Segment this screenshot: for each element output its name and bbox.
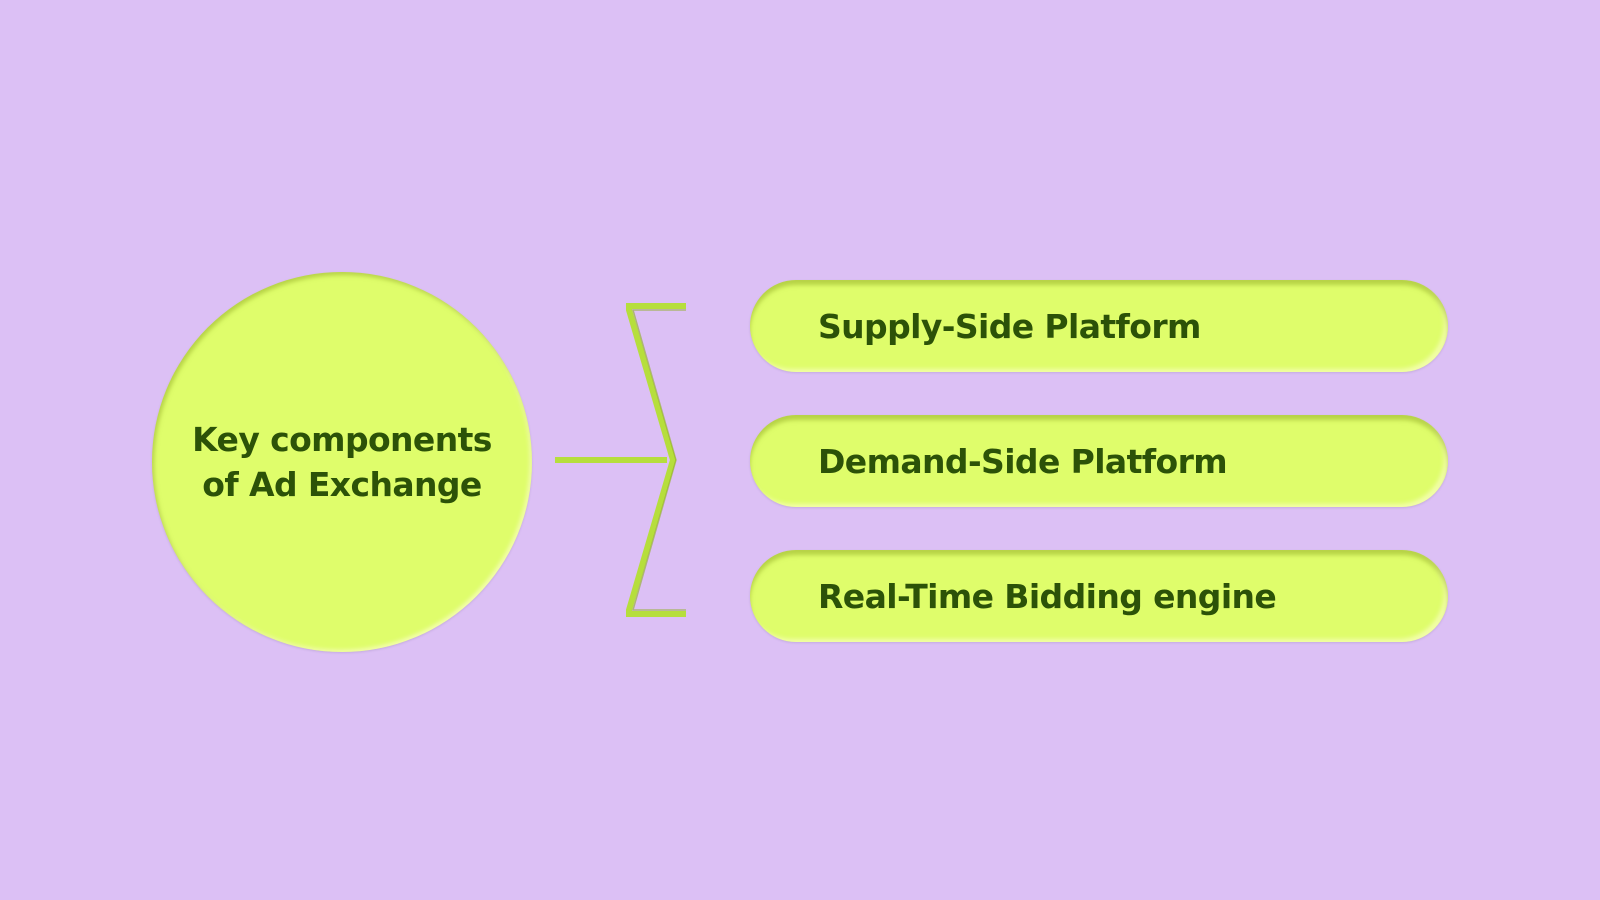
component-label: Demand-Side Platform <box>818 441 1228 481</box>
bracket-connector <box>555 303 686 617</box>
hub-title: Key components of Ad Exchange <box>192 420 492 504</box>
bracket-shape <box>626 303 686 617</box>
component-pill-real-time-bidding: Real-Time Bidding engine <box>750 550 1448 642</box>
component-label: Real-Time Bidding engine <box>818 576 1277 616</box>
hub-circle: Key components of Ad Exchange <box>152 272 532 652</box>
component-pill-supply-side: Supply-Side Platform <box>750 280 1448 372</box>
component-label: Supply-Side Platform <box>818 306 1201 346</box>
component-pill-demand-side: Demand-Side Platform <box>750 415 1448 507</box>
